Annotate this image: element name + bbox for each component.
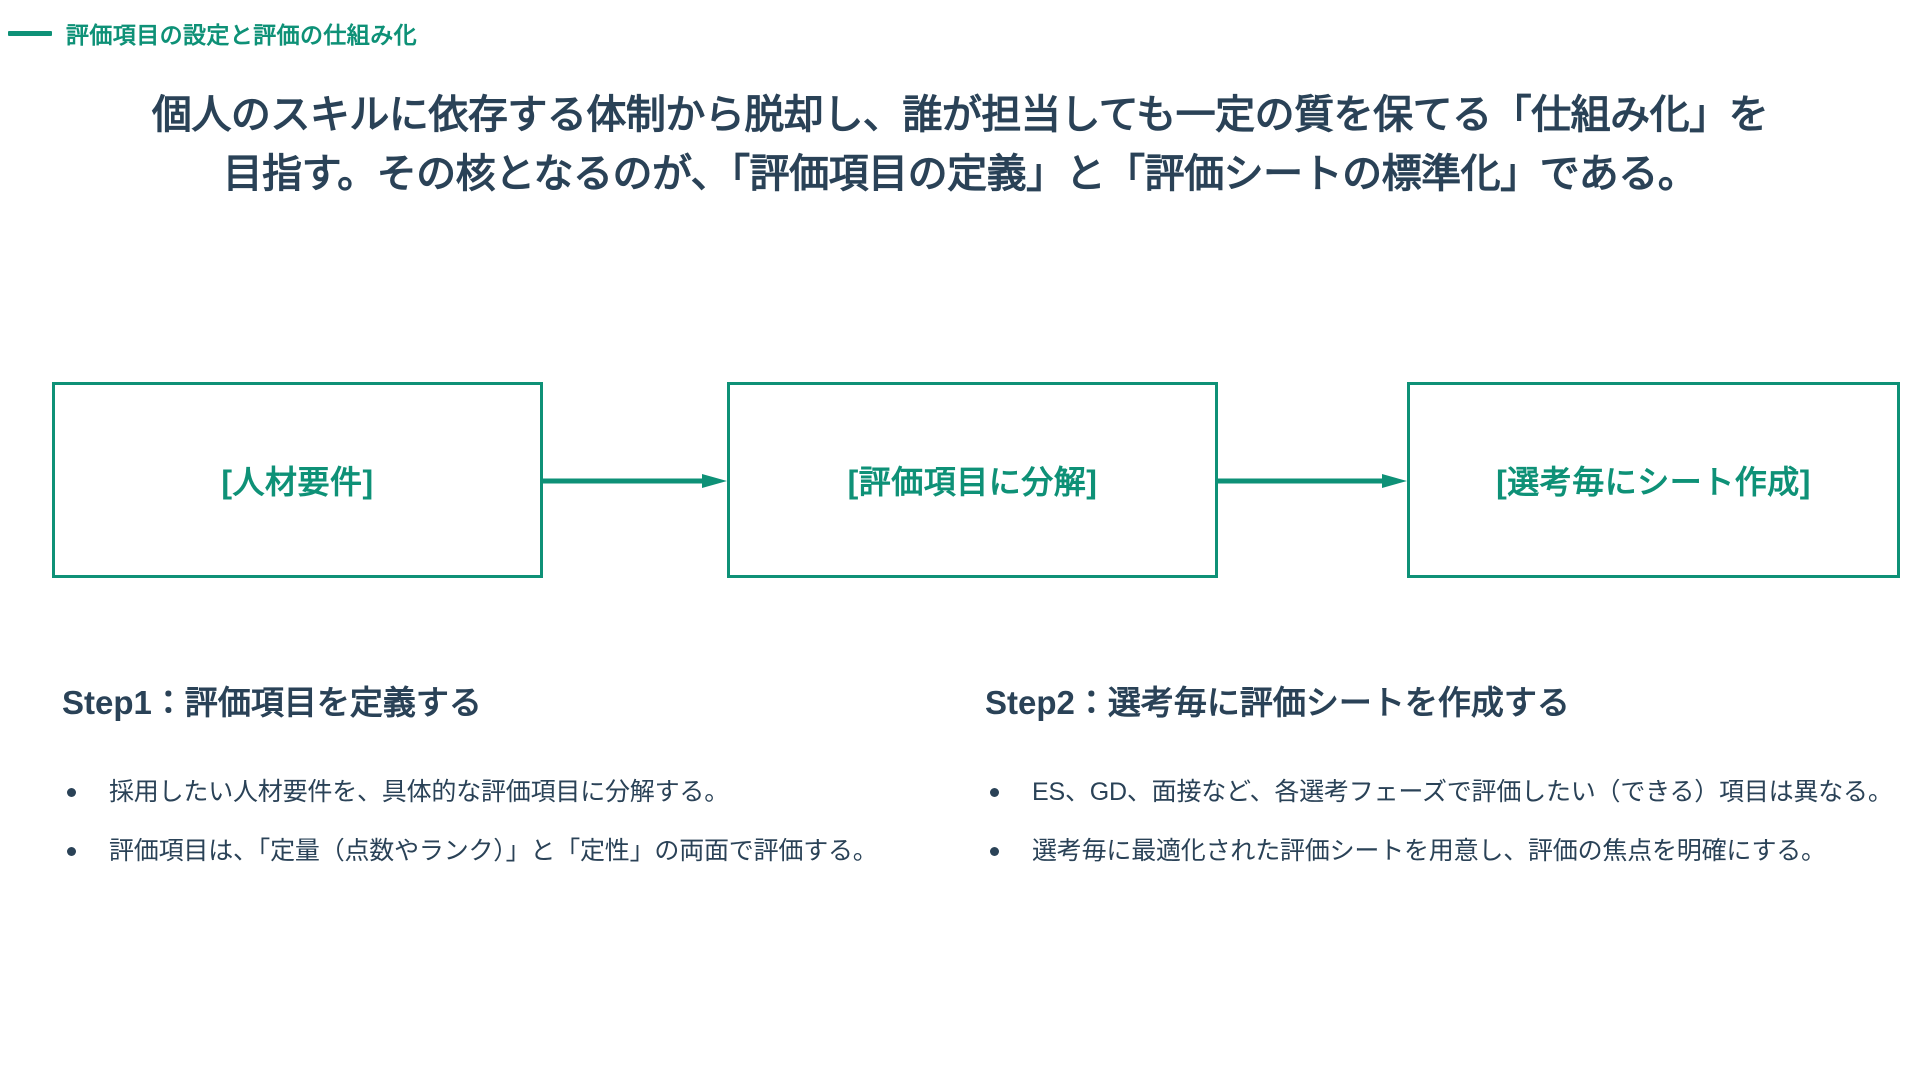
step-1-title: Step1：評価項目を定義する (62, 684, 482, 721)
flow-box-label: [評価項目に分解] (847, 464, 1098, 500)
steps-section: Step1：評価項目を定義する 採用したい人材要件を、具体的な評価項目に分解する… (0, 676, 1920, 936)
list-item: ES、GD、面接など、各選考フェーズで評価したい（できる）項目は異なる。 (985, 776, 1895, 809)
list-item: 採用したい人材要件を、具体的な評価項目に分解する。 (62, 776, 922, 809)
list-item-text: 採用したい人材要件を、具体的な評価項目に分解する。 (109, 778, 730, 806)
arrow-right-icon (1218, 474, 1407, 488)
page-title: 個人のスキルに依存する体制から脱却し、誰が担当しても一定の質を保てる「仕組み化」… (0, 86, 1920, 204)
step-column-1: Step1：評価項目を定義する 採用したい人材要件を、具体的な評価項目に分解する… (62, 676, 922, 867)
section-eyebrow-label: 評価項目の設定と評価の仕組み化 (66, 22, 417, 48)
bullet-dot-icon (67, 788, 76, 797)
step-2-bullet-list: ES、GD、面接など、各選考フェーズで評価したい（できる）項目は異なる。 選考毎… (985, 776, 1895, 867)
list-item: 評価項目は、「定量（点数やランク）」と「定性」の両面で評価する。 (62, 835, 922, 868)
bullet-dot-icon (990, 846, 999, 856)
section-eyebrow: 評価項目の設定と評価の仕組み化 (8, 18, 417, 48)
flow-box-talent-requirements: [人材要件] (52, 382, 543, 578)
step-2-title: Step2：選考毎に評価シートを作成する (985, 684, 1570, 721)
page-title-line-2: 目指す。その核となるのが、「評価項目の定義」と「評価シートの標準化」である。 (222, 152, 1698, 197)
bullet-dot-icon (990, 788, 999, 797)
step-column-2: Step2：選考毎に評価シートを作成する ES、GD、面接など、各選考フェーズで… (985, 676, 1895, 867)
arrow-right-icon (543, 474, 727, 488)
step-1-bullet-list: 採用したい人材要件を、具体的な評価項目に分解する。 評価項目は、「定量（点数やラ… (62, 776, 922, 867)
list-item-text: ES、GD、面接など、各選考フェーズで評価したい（できる）項目は異なる。 (1032, 778, 1893, 806)
list-item-text: 選考毎に最適化された評価シートを用意し、評価の焦点を明確にする。 (1032, 836, 1826, 865)
page-title-line-1: 個人のスキルに依存する体制から脱却し、誰が担当しても一定の質を保てる「仕組み化」… (151, 93, 1769, 137)
process-flow-diagram: [人材要件] [評価項目に分解] [選考毎にシート作成] (52, 382, 1900, 580)
flow-box-label: [人材要件] (221, 464, 374, 500)
flow-box-sheet-per-selection: [選考毎にシート作成] (1407, 382, 1900, 578)
flow-box-breakdown-into-criteria: [評価項目に分解] (727, 382, 1218, 578)
flow-box-label: [選考毎にシート作成] (1496, 464, 1811, 500)
list-item: 選考毎に最適化された評価シートを用意し、評価の焦点を明確にする。 (985, 835, 1895, 868)
list-item-text: 評価項目は、「定量（点数やランク）」と「定性」の両面で評価する。 (109, 836, 878, 865)
horizontal-dash-icon (8, 30, 52, 36)
bullet-dot-icon (67, 846, 76, 856)
